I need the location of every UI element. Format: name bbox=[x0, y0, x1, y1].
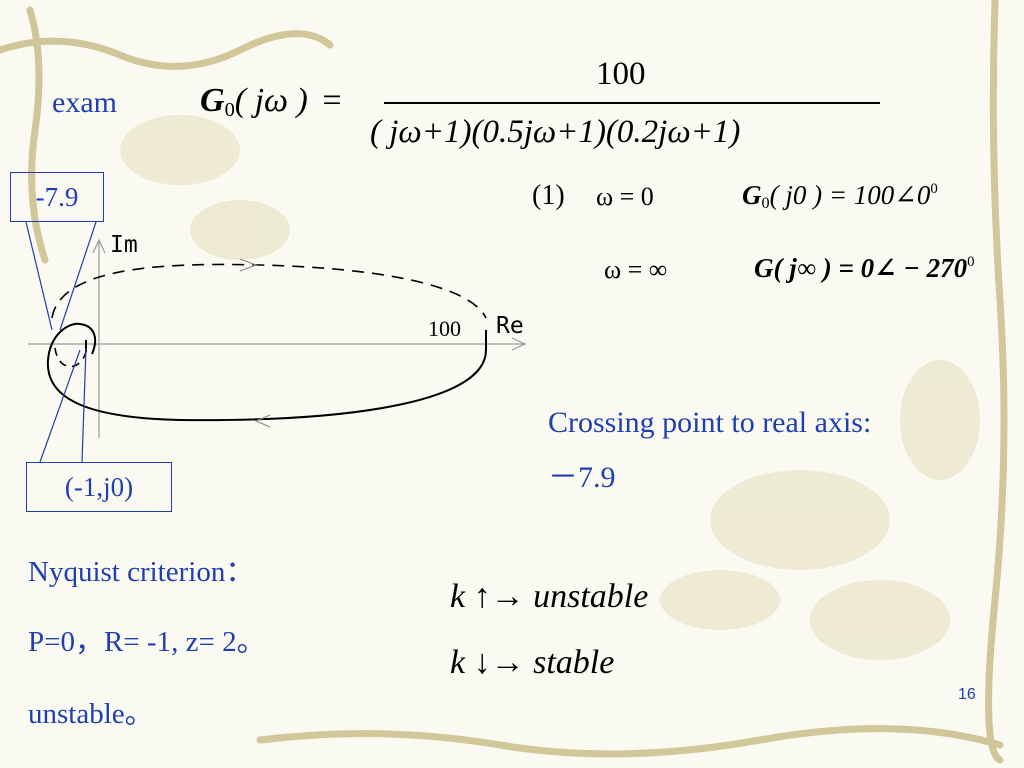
nyquist-dashed-upper-curve bbox=[51, 263, 487, 319]
lower-curve-arrow bbox=[254, 414, 271, 428]
crossing-point-value: －7.9 bbox=[548, 461, 616, 494]
stability-rule-decrease: k ↓→ stable bbox=[450, 644, 614, 682]
stability-rule-decrease-k: k bbox=[450, 644, 466, 681]
condition-g-zero: G0( j0 ) = 100∠00 bbox=[742, 180, 938, 213]
condition-g-zero-degree: 0 bbox=[930, 180, 938, 197]
criterion-values: P=0，R= -1, z= 2。 bbox=[28, 626, 266, 658]
condition-g-infinity: G( j∞ ) = 0∠ − 2700 bbox=[754, 253, 975, 284]
formula-lhs-symbol: G bbox=[200, 82, 225, 119]
condition-g-infinity-value: G( j∞ ) = 0∠ − 270 bbox=[754, 253, 968, 283]
criterion-result: unstable。 bbox=[28, 698, 154, 730]
condition-g-zero-value: ( j0 ) = 100∠0 bbox=[769, 180, 931, 210]
condition-marker: (1) bbox=[532, 180, 565, 211]
condition-g-infinity-degree: 0 bbox=[967, 253, 975, 270]
stability-rule-increase: k ↑→ unstable bbox=[450, 578, 648, 616]
callout-minus-one-j0: (-1,j0) bbox=[26, 462, 172, 512]
nyquist-dashed-inner-loop bbox=[54, 347, 87, 368]
formula-lhs-argument: ( jω ) bbox=[234, 82, 308, 119]
stability-rule-decrease-arrows: ↓→ bbox=[473, 644, 525, 681]
callout-line-bottom-right bbox=[81, 347, 87, 463]
axis-label-im: Im bbox=[110, 232, 138, 258]
formula-fraction-bar bbox=[384, 102, 880, 104]
condition-omega-zero: ω = 0 bbox=[596, 182, 654, 211]
stability-rule-increase-word: unstable bbox=[533, 578, 649, 615]
callout-line-top-right bbox=[59, 221, 97, 331]
crossing-point-text: Crossing point to real axis: bbox=[548, 406, 872, 439]
callout-line-bottom-left bbox=[39, 349, 81, 463]
condition-omega-infinity: ω = ∞ bbox=[604, 255, 668, 284]
stability-rule-increase-arrows: ↑→ bbox=[473, 578, 525, 615]
stability-rule-decrease-word: stable bbox=[533, 644, 615, 681]
tick-label-100: 100 bbox=[428, 316, 461, 341]
formula-lhs: G0( jω ) = bbox=[200, 82, 342, 122]
formula-lhs-subscript: 0 bbox=[224, 99, 235, 122]
imaginary-axis-arrowhead bbox=[92, 238, 106, 254]
condition-g-zero-symbol: G bbox=[742, 180, 762, 210]
nyquist-solid-lower-curve bbox=[46, 322, 487, 422]
page-number: 16 bbox=[958, 686, 976, 703]
formula-numerator: 100 bbox=[596, 56, 646, 92]
callout-minus-7-9: -7.9 bbox=[10, 172, 104, 222]
stability-rule-increase-k: k bbox=[450, 578, 466, 615]
criterion-heading: Nyquist criterion： bbox=[28, 556, 255, 588]
upper-curve-arrow bbox=[239, 258, 258, 272]
exam-label: exam bbox=[52, 86, 117, 119]
condition-g-zero-subscript: 0 bbox=[761, 194, 770, 213]
formula-equals: = bbox=[322, 82, 342, 119]
callout-line-top-left bbox=[25, 221, 53, 331]
axis-label-re: Re bbox=[496, 313, 524, 339]
real-axis-arrowhead bbox=[511, 337, 527, 351]
formula-denominator: ( jω+1)(0.5jω+1)(0.2jω+1) bbox=[370, 114, 741, 150]
